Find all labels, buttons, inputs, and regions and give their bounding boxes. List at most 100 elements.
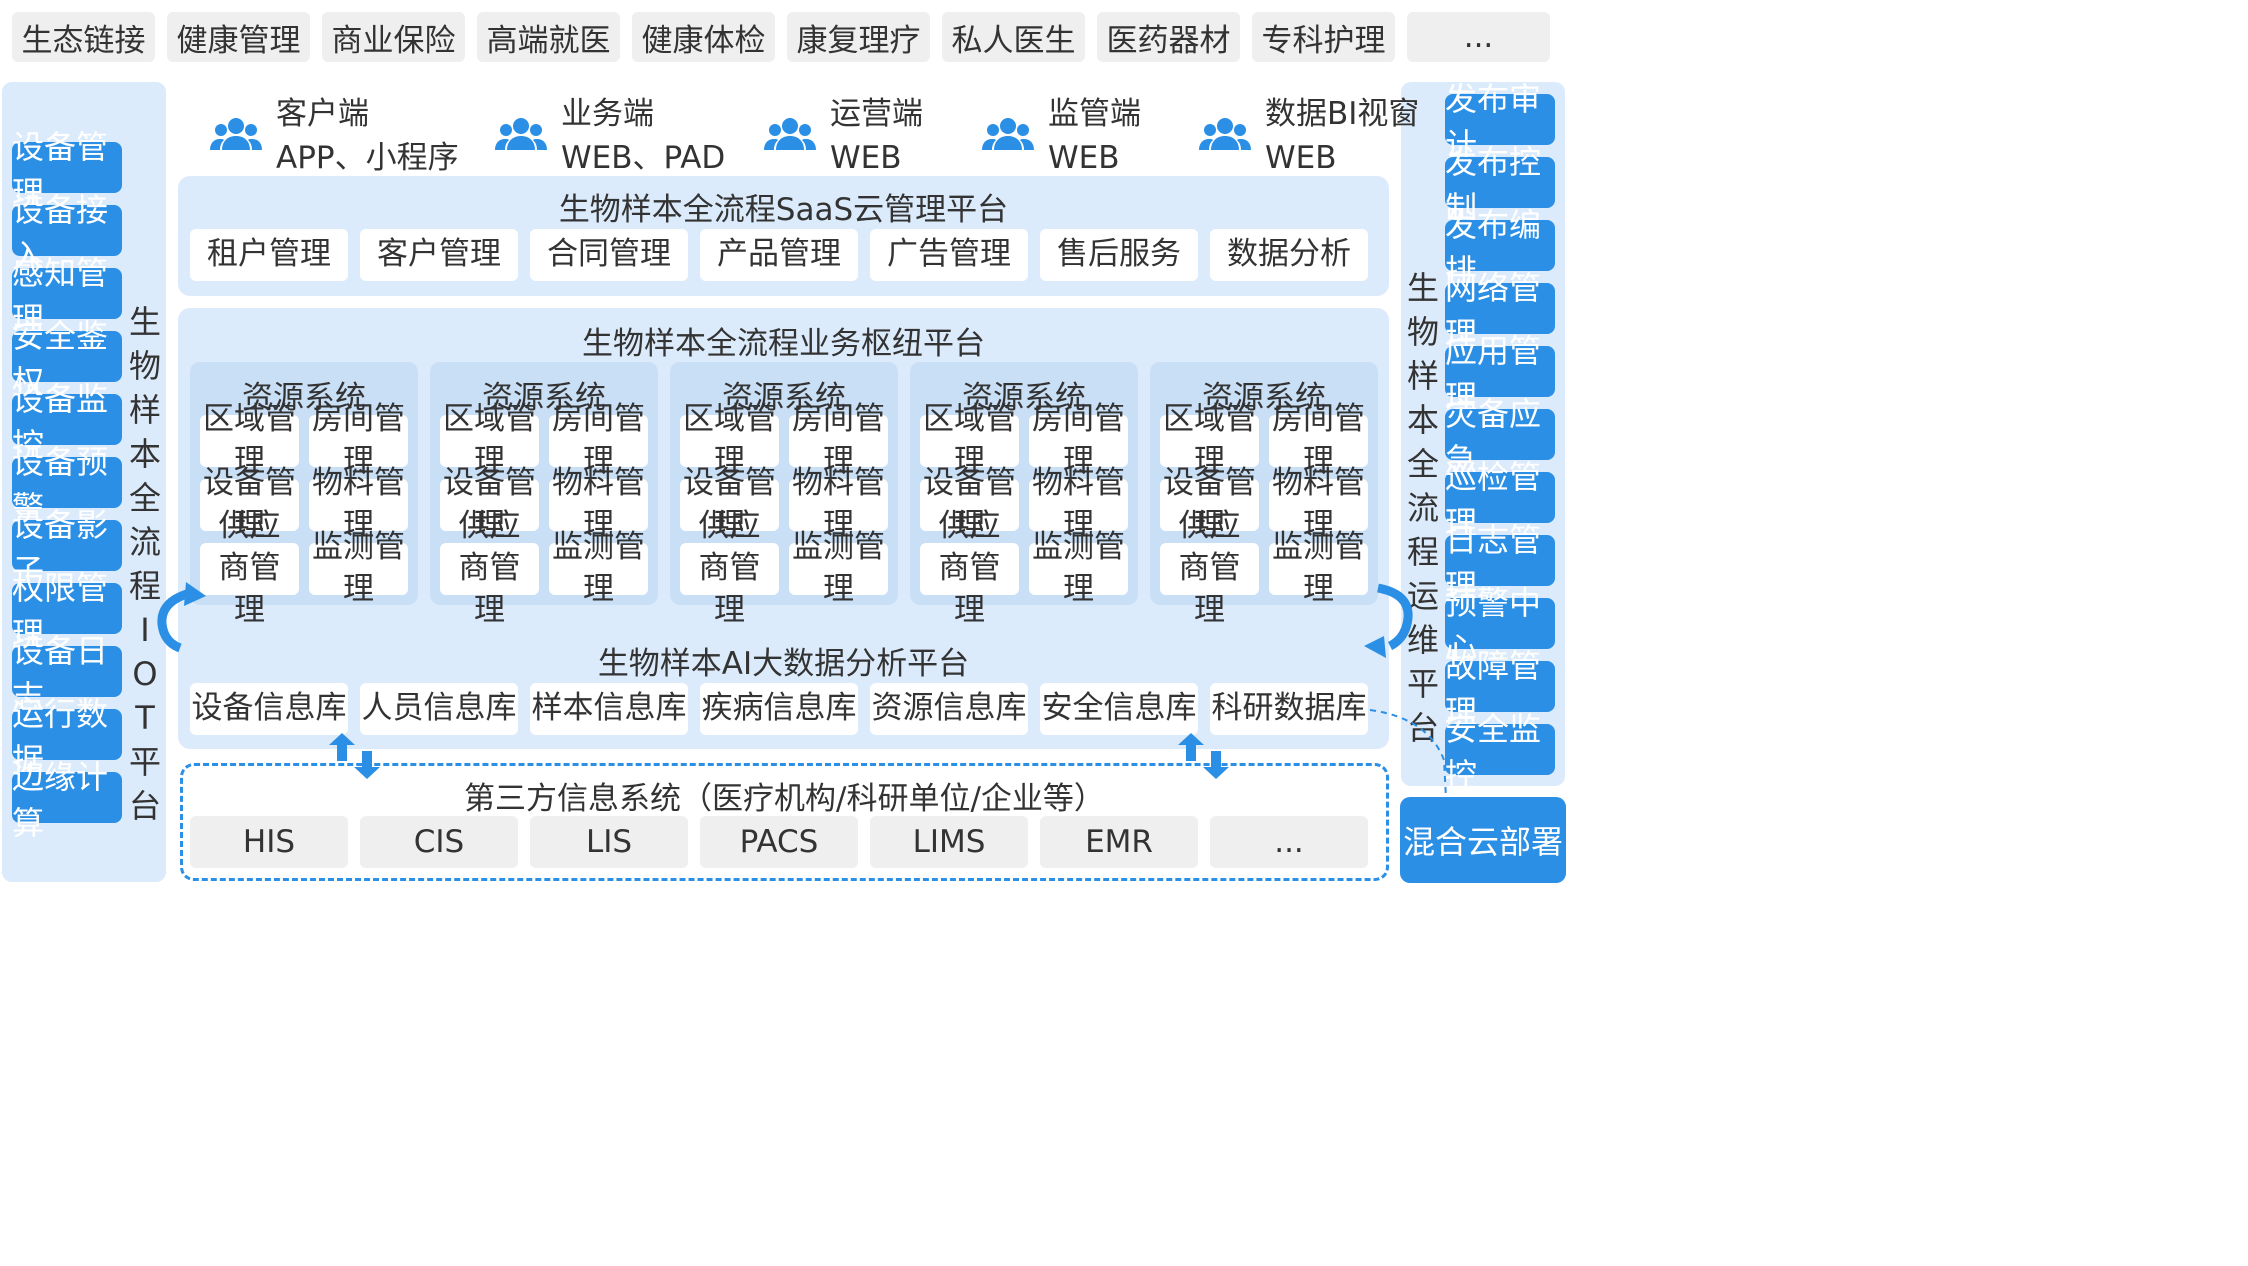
hub-item[interactable]: 监测管理	[1029, 529, 1128, 607]
hub-item[interactable]: 物料管理	[549, 465, 648, 543]
hybrid-cloud-deploy-button[interactable]: 混合云部署	[1400, 797, 1566, 883]
ops-item[interactable]: 发布审计	[1445, 80, 1555, 164]
hub-item[interactable]: 区域管理	[680, 401, 779, 479]
hub-item[interactable]: 物料管理	[309, 465, 408, 543]
top-bar-item[interactable]: 康复理疗	[787, 12, 930, 62]
hub-item[interactable]: 房间管理	[1029, 401, 1128, 479]
iot-item[interactable]: 设备日志	[12, 632, 122, 716]
ai-item[interactable]: 设备信息库	[190, 683, 348, 735]
hub-item[interactable]: 供应商管理	[200, 508, 299, 628]
ops-item[interactable]: 安全监控	[1445, 710, 1555, 794]
iot-item[interactable]: 设备管理	[12, 128, 122, 212]
hub-item[interactable]: 监测管理	[1269, 529, 1368, 607]
client-name: 运营端	[830, 96, 923, 132]
iot-item[interactable]: 设备影子	[12, 506, 122, 590]
ai-item[interactable]: 资源信息库	[870, 683, 1028, 735]
hub-item[interactable]: 设备管理	[1160, 465, 1259, 543]
hub-item[interactable]: 区域管理	[440, 401, 539, 479]
hub-item[interactable]: 供应商管理	[440, 508, 539, 628]
client-customer[interactable]: 客户端 APP、小程序	[210, 92, 459, 180]
third-party-item[interactable]: HIS	[190, 816, 348, 868]
third-party-item[interactable]: CIS	[360, 816, 518, 868]
client-platform: APP、小程序	[276, 140, 459, 176]
iot-item[interactable]: 设备监控	[12, 380, 122, 464]
iot-item[interactable]: 设备预警	[12, 443, 122, 527]
hub-item[interactable]: 物料管理	[789, 465, 888, 543]
iot-item[interactable]: 运行数据	[12, 695, 122, 779]
hub-item[interactable]: 监测管理	[549, 529, 648, 607]
client-name: 客户端	[276, 96, 369, 132]
ai-item[interactable]: 人员信息库	[360, 683, 518, 735]
hub-item[interactable]: 区域管理	[200, 401, 299, 479]
hub-item[interactable]: 设备管理	[200, 465, 299, 543]
hub-item[interactable]: 供应商管理	[1160, 508, 1259, 628]
iot-item[interactable]: 边缘计算	[12, 758, 122, 842]
top-bar-item[interactable]: 高端就医	[477, 12, 620, 62]
users-icon	[1199, 118, 1251, 150]
hub-item[interactable]: 设备管理	[440, 465, 539, 543]
third-party-item[interactable]: EMR	[1040, 816, 1198, 868]
ai-item[interactable]: 疾病信息库	[700, 683, 858, 735]
saas-item[interactable]: 客户管理	[360, 229, 518, 281]
hub-item[interactable]: 区域管理	[920, 401, 1019, 479]
top-bar-item[interactable]: 专科护理	[1252, 12, 1395, 62]
users-icon	[495, 118, 547, 150]
saas-item[interactable]: 广告管理	[870, 229, 1028, 281]
ops-item[interactable]: 发布控制	[1445, 143, 1555, 227]
hub-item[interactable]: 设备管理	[680, 465, 779, 543]
top-bar-item[interactable]: 医药器材	[1097, 12, 1240, 62]
top-bar-item[interactable]: 商业保险	[322, 12, 465, 62]
top-bar-item[interactable]: 私人医生	[942, 12, 1085, 62]
ai-platform-title: 生物样本AI大数据分析平台	[597, 646, 970, 682]
resource-system-title: 资源系统	[482, 380, 606, 416]
saas-item[interactable]: 租户管理	[190, 229, 348, 281]
ai-item[interactable]: 样本信息库	[530, 683, 688, 735]
iot-item[interactable]: 设备接入	[12, 191, 122, 275]
hub-item[interactable]: 房间管理	[789, 401, 888, 479]
third-party-item[interactable]: LIS	[530, 816, 688, 868]
hub-item[interactable]: 房间管理	[549, 401, 648, 479]
resource-system-title: 资源系统	[962, 380, 1086, 416]
ops-item[interactable]: 日志管理	[1445, 521, 1555, 605]
hub-item[interactable]: 区域管理	[1160, 401, 1259, 479]
hub-item[interactable]: 供应商管理	[680, 508, 779, 628]
ops-platform-title: 生物样本全流程运维平台	[1406, 269, 1439, 747]
top-bar-item[interactable]: ...	[1407, 12, 1550, 62]
client-operations[interactable]: 运营端 WEB	[764, 92, 923, 180]
ops-item[interactable]: 发布编排	[1445, 206, 1555, 290]
client-platform: WEB	[830, 140, 902, 176]
ai-item[interactable]: 安全信息库	[1040, 683, 1198, 735]
ops-item[interactable]: 应用管理	[1445, 332, 1555, 416]
top-bar-item[interactable]: 健康管理	[167, 12, 310, 62]
client-name: 业务端	[561, 96, 654, 132]
resource-system-title: 资源系统	[242, 380, 366, 416]
users-icon	[764, 118, 816, 150]
deploy-connector-line	[1369, 709, 1447, 799]
iot-item[interactable]: 安全鉴权	[12, 317, 122, 401]
hub-item[interactable]: 物料管理	[1269, 465, 1368, 543]
top-bar-item[interactable]: 健康体检	[632, 12, 775, 62]
saas-item[interactable]: 数据分析	[1210, 229, 1368, 281]
top-bar-item[interactable]: 生态链接	[12, 12, 155, 62]
users-icon	[210, 118, 262, 150]
saas-item[interactable]: 合同管理	[530, 229, 688, 281]
saas-item[interactable]: 售后服务	[1040, 229, 1198, 281]
ai-item[interactable]: 科研数据库	[1210, 683, 1368, 735]
iot-item[interactable]: 感知管理	[12, 254, 122, 338]
third-party-item[interactable]: LIMS	[870, 816, 1028, 868]
cycle-arrow-right-icon	[1364, 583, 1413, 658]
third-party-item[interactable]: ...	[1210, 816, 1368, 868]
hub-item[interactable]: 房间管理	[1269, 401, 1368, 479]
hub-item[interactable]: 监测管理	[309, 529, 408, 607]
third-party-item[interactable]: PACS	[700, 816, 858, 868]
hub-item[interactable]: 物料管理	[1029, 465, 1128, 543]
saas-item[interactable]: 产品管理	[700, 229, 858, 281]
hub-item[interactable]: 监测管理	[789, 529, 888, 607]
resource-system-title: 资源系统	[722, 380, 846, 416]
ops-item[interactable]: 网络管理	[1445, 269, 1555, 353]
hub-item[interactable]: 供应商管理	[920, 508, 1019, 628]
hub-item[interactable]: 房间管理	[309, 401, 408, 479]
